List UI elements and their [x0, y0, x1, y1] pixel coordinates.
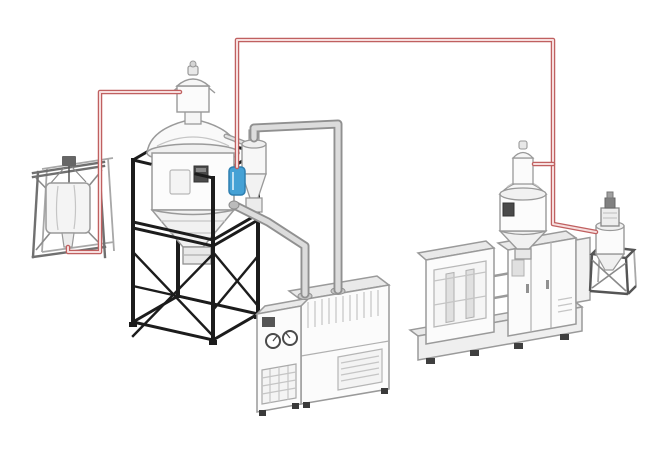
blue-discharge-valve: [228, 166, 246, 196]
dryer-louver-vents: [307, 290, 379, 328]
stand-mid-rail: [131, 284, 215, 306]
loader-stand-bottom-rail: [589, 289, 629, 296]
loader-motor: [604, 197, 616, 209]
gauge-needle: [285, 332, 291, 339]
loader-stand-leg: [624, 257, 630, 295]
stand-top-stub: [194, 172, 215, 180]
mini-loader-body: [512, 157, 534, 185]
stand-front-bottom-rail: [131, 320, 215, 342]
stand-right-bottom-rail: [210, 311, 261, 343]
door-handle: [546, 280, 549, 289]
dehumidifying-dryer: [254, 275, 391, 416]
machine-foot: [470, 350, 479, 356]
machine-hopper-panel: [502, 202, 515, 217]
bag-loop: [49, 167, 65, 185]
hopper-loader-on-drying-hopper: [170, 60, 216, 113]
dryer-foot: [292, 403, 299, 409]
remote-loader-station: [588, 191, 637, 296]
station-back-post: [41, 167, 48, 253]
control-box-display: [196, 168, 206, 172]
tie-bar: [493, 294, 509, 300]
tie-bar: [493, 272, 509, 278]
stand-left-bottom-rail: [130, 293, 181, 325]
bag-discharge-spout: [61, 232, 75, 248]
stand-side-brace: [211, 254, 260, 312]
bag-fold: [55, 185, 59, 231]
cyclone-body: [241, 143, 267, 175]
process-air-hoses: [228, 124, 346, 300]
loader-stand-brace: [591, 262, 627, 289]
big-bag-unloading-station: [31, 156, 115, 259]
hoist-trolley: [62, 156, 76, 166]
station-back-post: [107, 157, 115, 252]
loader-stand-back-leg: [633, 249, 637, 287]
stand-top-stub: [131, 158, 152, 166]
stand-foot: [209, 340, 217, 345]
station-post: [31, 170, 40, 259]
dryer-display: [262, 317, 275, 327]
bag-fold: [73, 184, 77, 230]
drying-hopper: [146, 60, 240, 265]
mini-loader-lid: [511, 151, 535, 159]
hopper-access-door: [169, 169, 191, 195]
machine-foot: [426, 358, 435, 364]
gauge-needle: [272, 335, 278, 342]
machine-foot: [560, 334, 569, 340]
loader-stand-bottom-rail: [627, 285, 637, 295]
loader-lid: [175, 78, 211, 87]
injection-unit-end: [575, 236, 591, 304]
bag-loop: [71, 166, 87, 183]
machine-foot: [514, 343, 523, 349]
platen: [465, 268, 475, 320]
stand-shelf-right: [210, 217, 261, 249]
loader-knob: [189, 60, 197, 68]
stand-shelf-right: [210, 211, 261, 243]
mini-loader-cap: [518, 140, 528, 150]
control-panel: [511, 259, 525, 277]
door-handle: [526, 284, 529, 293]
injection-molding-machine: [408, 230, 591, 364]
machine-hopper-flange: [499, 187, 547, 201]
stand-foot: [129, 322, 137, 327]
loader-motor-cap: [606, 191, 614, 199]
hopper-dryer-on-machine: [498, 140, 548, 260]
dryer-panel-seam: [300, 340, 390, 357]
big-bag: [45, 182, 91, 234]
dryer-foot: [259, 410, 266, 416]
platen: [445, 271, 455, 324]
hopper-body: [151, 152, 235, 211]
loader-stand-leg: [588, 253, 594, 292]
loader-motor-housing: [600, 207, 620, 227]
hopper-lower-band: [151, 209, 235, 216]
loader-body: [176, 85, 210, 113]
lid-clamp: [208, 87, 216, 94]
dryer-foot: [381, 388, 388, 394]
dryer-foot: [303, 402, 310, 408]
stand-shelf-front: [131, 226, 215, 248]
machine-hopper-band: [499, 230, 547, 236]
dome-seam: [156, 136, 230, 147]
stand-side-brace: [211, 250, 260, 308]
stand-shelf-front: [131, 220, 215, 242]
tie-bar: [433, 271, 487, 282]
tie-bar: [433, 295, 487, 306]
hopper-air-flange: [228, 200, 240, 210]
hopper-throat: [514, 248, 532, 260]
mini-loader-on-hopper-dryer: [511, 140, 535, 185]
supply-air-hose: [234, 205, 305, 294]
mold-area-guard-window: [433, 260, 487, 328]
